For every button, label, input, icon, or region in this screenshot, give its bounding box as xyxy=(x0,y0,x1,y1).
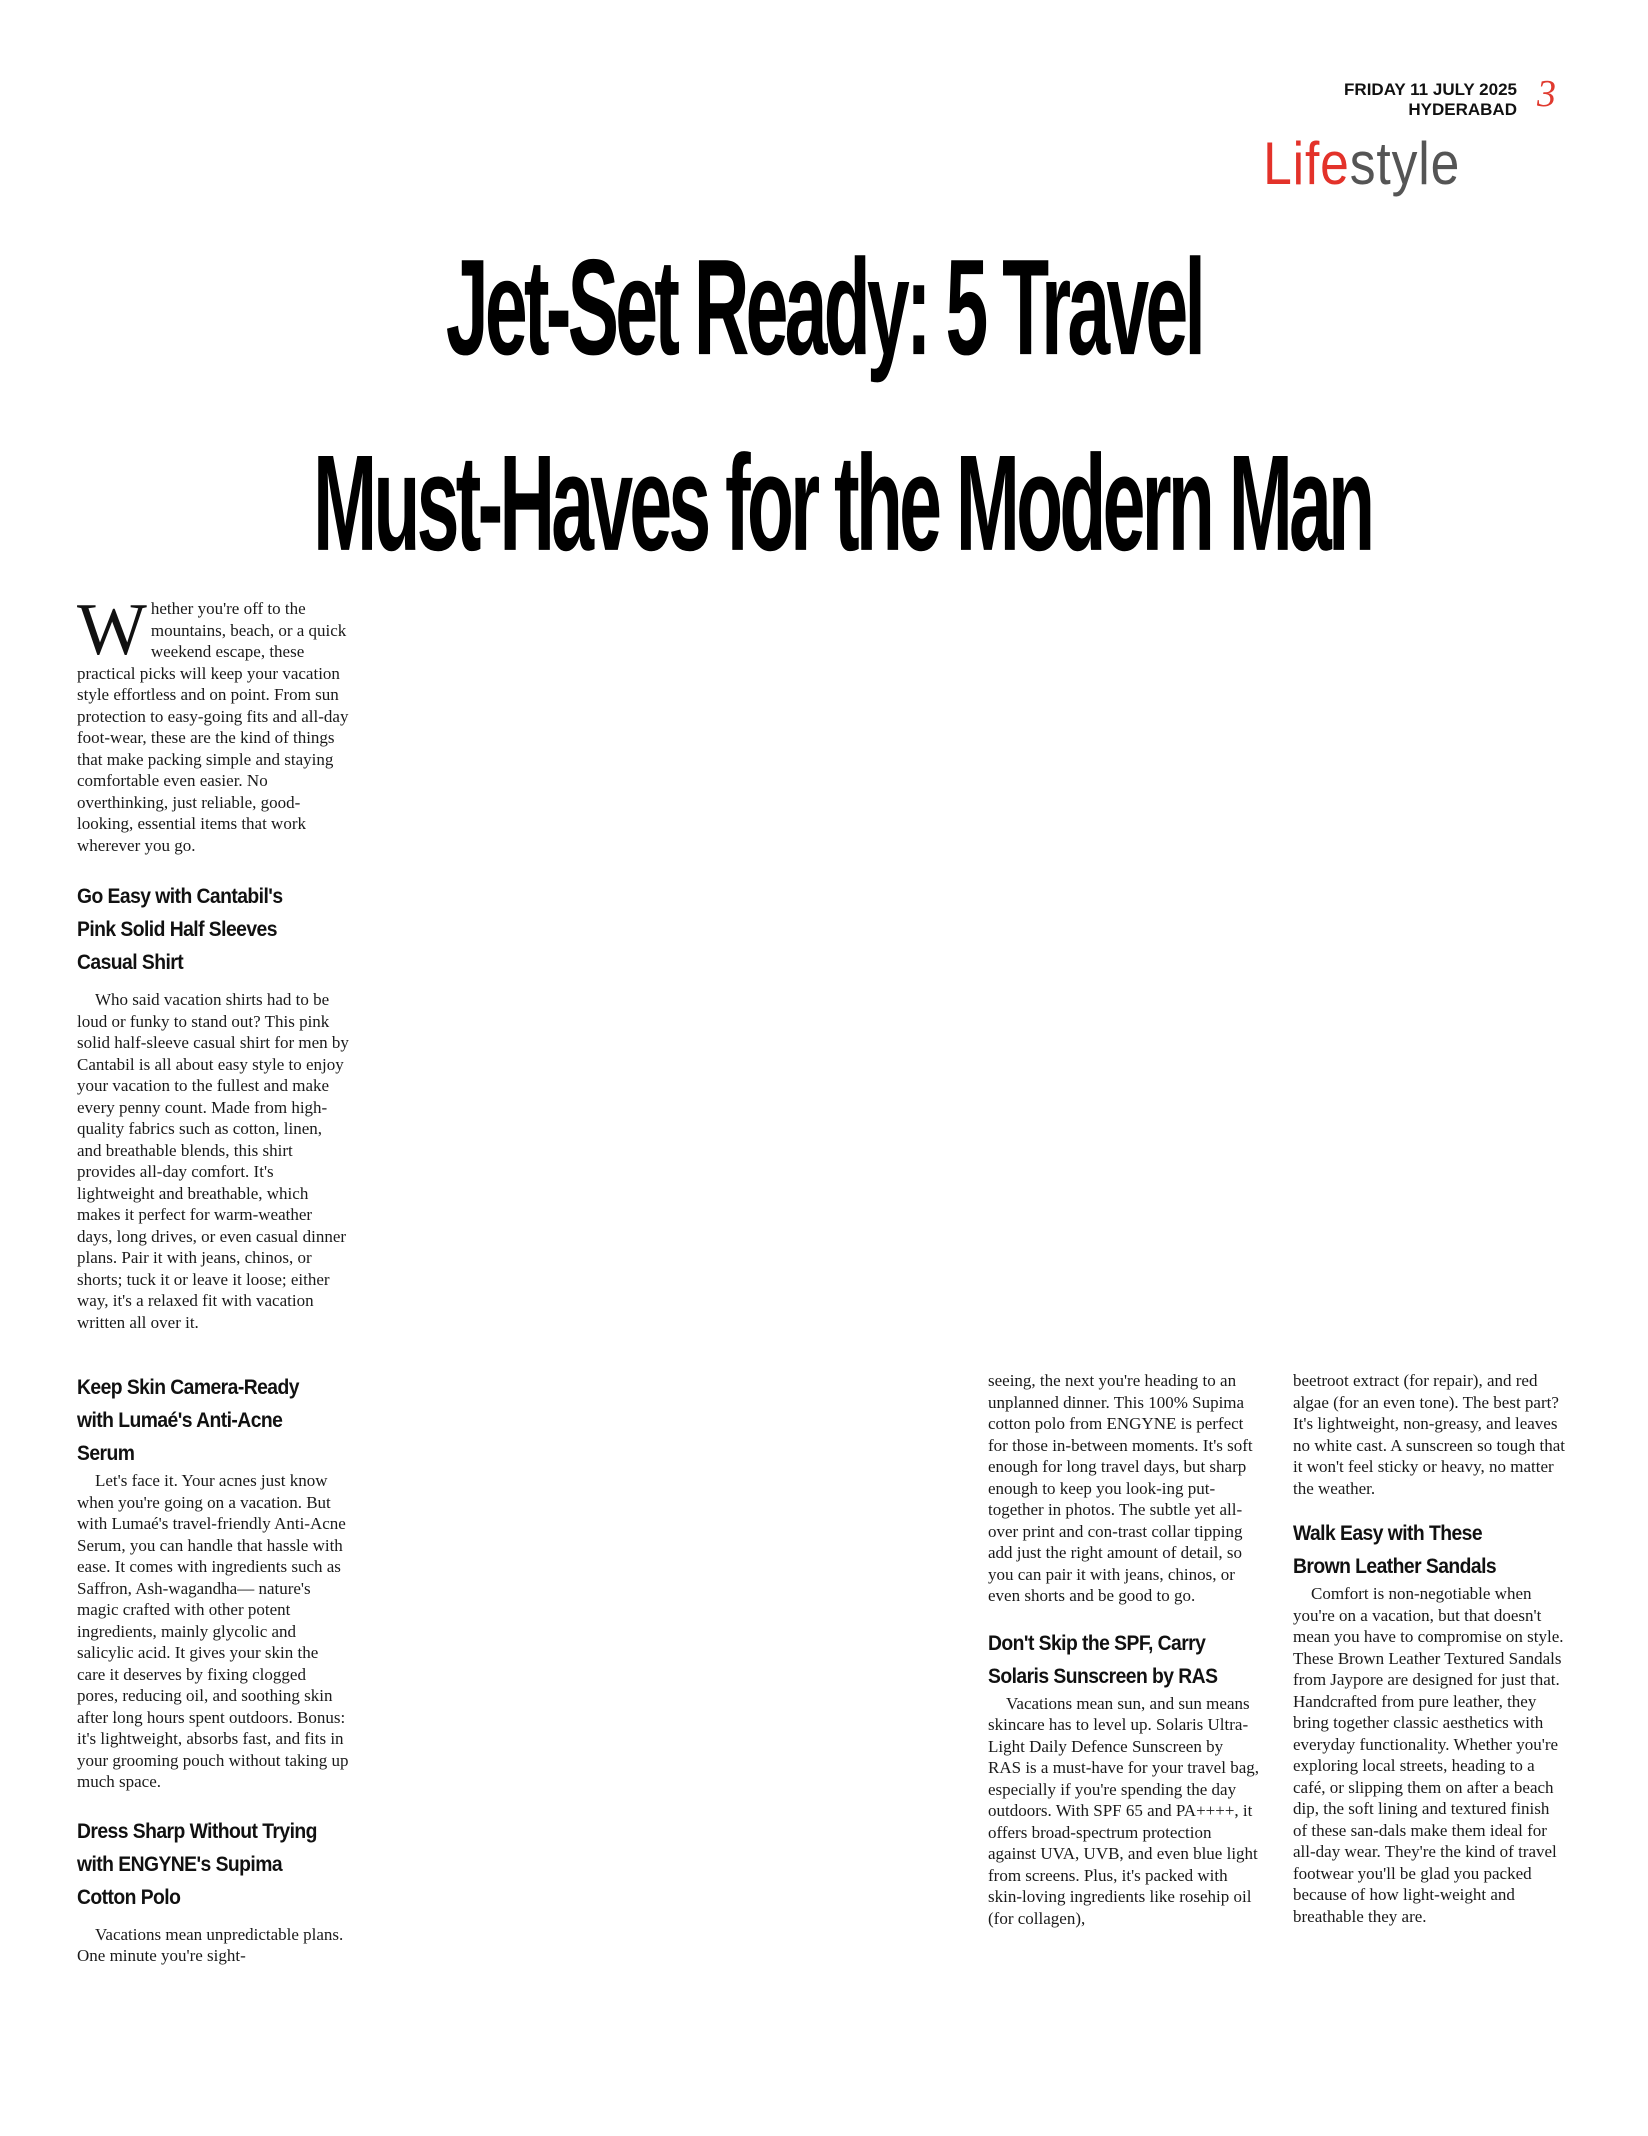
section-sandals: Walk Easy with These Brown Leather Sanda… xyxy=(1293,1517,1565,1927)
serum-heading-line-2: with Lumaé's Anti-Acne xyxy=(77,1409,283,1432)
sandals-heading: Walk Easy with These Brown Leather Sanda… xyxy=(1293,1517,1543,1583)
serum-heading: Keep Skin Camera-Ready with Lumaé's Anti… xyxy=(77,1371,327,1470)
section-sunscreen: Don't Skip the SPF, Carry Solaris Sunscr… xyxy=(988,1627,1260,1930)
section-polo: Dress Sharp Without Trying with ENGYNE's… xyxy=(77,1815,349,1967)
sandals-body: Comfort is non-negotiable when you're on… xyxy=(1293,1584,1564,1926)
sunscreen-heading: Don't Skip the SPF, Carry Solaris Sunscr… xyxy=(988,1627,1238,1693)
polo-heading-line-2: with ENGYNE's Supima xyxy=(77,1852,283,1876)
polo-heading-line-3: Cotton Polo xyxy=(77,1885,181,1909)
right-column: beetroot extract (for repair), and red a… xyxy=(1293,1370,1565,1927)
polo-heading-line-1: Dress Sharp Without Trying xyxy=(77,1819,317,1843)
sunscreen-body-part-2: beetroot extract (for repair), and red a… xyxy=(1293,1371,1565,1498)
issue-date: FRIDAY 11 JULY 2025 xyxy=(1344,80,1517,99)
headline-line-2: Must-Haves for the Modern Man xyxy=(313,427,1375,580)
dateline: FRIDAY 11 JULY 2025 HYDERABAD xyxy=(1344,80,1517,120)
sunscreen-body-part-1: Vacations mean sun, and sun means skinca… xyxy=(988,1693,1259,1928)
sunscreen-heading-line-1: Don't Skip the SPF, Carry xyxy=(988,1631,1206,1655)
shirt-body: Who said vacation shirts had to be loud … xyxy=(77,990,349,1332)
sandals-heading-line-2: Brown Leather Sandals xyxy=(1293,1555,1497,1578)
polo-body-part-1: Vacations mean unpredictable plans. One … xyxy=(77,1924,344,1966)
middle-column: seeing, the next you're heading to an un… xyxy=(988,1370,1260,1929)
article-headline: Jet-Set Ready: 5 Travel Must-Haves for t… xyxy=(313,210,1375,602)
serum-heading-line-1: Keep Skin Camera-Ready xyxy=(77,1376,300,1399)
polo-body-part-2: seeing, the next you're heading to an un… xyxy=(988,1371,1253,1605)
headline-line-1: Jet-Set Ready: 5 Travel xyxy=(445,232,1206,384)
section-shirt: Go Easy with Cantabil's Pink Solid Half … xyxy=(77,880,349,1333)
issue-city: HYDERABAD xyxy=(1408,100,1517,119)
section-tag-style: style xyxy=(1349,130,1460,197)
drop-cap: W xyxy=(77,598,147,671)
polo-heading: Dress Sharp Without Trying with ENGYNE's… xyxy=(77,1815,327,1914)
serum-body: Let's face it. Your acnes just know when… xyxy=(77,1471,349,1791)
page-number: 3 xyxy=(1537,73,1556,115)
serum-heading-line-3: Serum xyxy=(77,1442,135,1465)
sandals-heading-line-1: Walk Easy with These xyxy=(1293,1522,1483,1545)
shirt-heading: Go Easy with Cantabil's Pink Solid Half … xyxy=(77,880,327,979)
section-serum: Keep Skin Camera-Ready with Lumaé's Anti… xyxy=(77,1371,349,1793)
section-tag-life: Life xyxy=(1262,130,1350,197)
shirt-heading-line-1: Go Easy with Cantabil's xyxy=(77,885,283,908)
section-tag: Lifestyle xyxy=(1263,132,1460,196)
intro-text: hether you're off to the mountains, beac… xyxy=(77,599,349,855)
sunscreen-heading-line-2: Solaris Sunscreen by RAS xyxy=(988,1664,1218,1688)
shirt-heading-line-2: Pink Solid Half Sleeves xyxy=(77,918,277,941)
shirt-heading-line-3: Casual Shirt xyxy=(77,951,184,974)
